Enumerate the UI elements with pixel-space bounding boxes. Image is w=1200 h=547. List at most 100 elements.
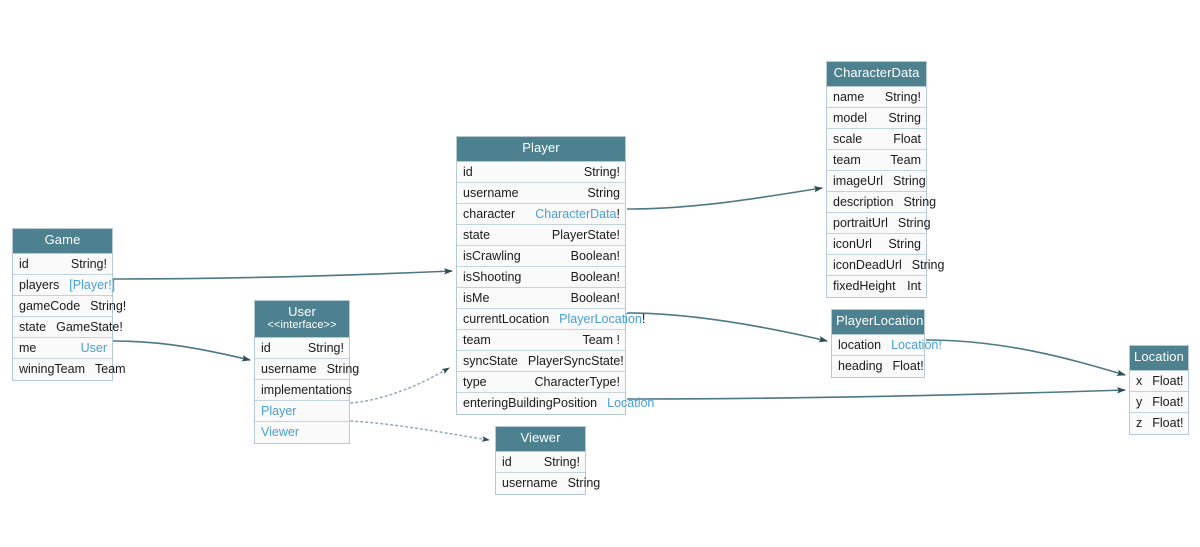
entity-location-title: Location bbox=[1130, 346, 1188, 371]
entity-game-title: Game bbox=[13, 229, 112, 254]
field-name: isCrawling bbox=[463, 248, 521, 263]
field-row[interactable]: isShooting Boolean! bbox=[457, 266, 625, 288]
entity-player[interactable]: Player id String! username String charac… bbox=[456, 136, 654, 415]
implementation-name[interactable]: Player bbox=[261, 403, 297, 418]
field-name: currentLocation bbox=[463, 311, 550, 326]
entity-user-stereotype: <<interface>> bbox=[267, 318, 337, 331]
field-row[interactable]: y Float! bbox=[1130, 391, 1188, 413]
field-row[interactable]: model String bbox=[827, 107, 926, 129]
field-name: state bbox=[19, 319, 47, 334]
field-row[interactable]: players [Player!] bbox=[13, 274, 116, 296]
field-type-wrap: PlayerLocation! bbox=[549, 312, 645, 326]
field-row[interactable]: id String! bbox=[496, 451, 585, 473]
field-row[interactable]: name String! bbox=[827, 86, 926, 108]
field-name: iconUrl bbox=[833, 236, 872, 251]
field-row[interactable]: syncState PlayerSyncState! bbox=[457, 350, 625, 372]
field-type[interactable]: PlayerLocation bbox=[559, 311, 642, 326]
field-name: model bbox=[833, 110, 868, 125]
field-name: id bbox=[502, 454, 512, 469]
field-name: id bbox=[19, 256, 29, 271]
entity-characterdata-title: CharacterData bbox=[827, 62, 926, 87]
field-row[interactable]: location Location! bbox=[832, 334, 942, 356]
field-row[interactable]: portraitUrl String bbox=[827, 212, 931, 234]
field-type: String bbox=[888, 110, 921, 125]
field-row[interactable]: isMe Boolean! bbox=[457, 287, 625, 309]
field-row[interactable]: state GameState! bbox=[13, 316, 123, 338]
field-name: y bbox=[1136, 394, 1143, 409]
field-name: fixedHeight bbox=[833, 279, 896, 294]
entity-viewer[interactable]: Viewer id String! username String bbox=[495, 426, 600, 495]
entity-playerlocation-title: PlayerLocation bbox=[832, 310, 924, 335]
implementation-name[interactable]: Viewer bbox=[261, 425, 299, 440]
field-row[interactable]: character CharacterData! bbox=[457, 203, 625, 225]
field-row[interactable]: state PlayerState! bbox=[457, 224, 625, 246]
field-name: heading bbox=[838, 359, 883, 374]
field-name: portraitUrl bbox=[833, 215, 888, 230]
field-row[interactable]: heading Float! bbox=[832, 355, 924, 377]
field-type: Float! bbox=[892, 359, 924, 374]
field-row[interactable]: winingTeam Team bbox=[13, 358, 126, 380]
field-row[interactable]: iconUrl String bbox=[827, 233, 926, 255]
connector-game-players-to-player bbox=[112, 268, 453, 280]
field-type: PlayerSyncState! bbox=[527, 353, 624, 368]
field-row[interactable]: iconDeadUrl String bbox=[827, 254, 944, 276]
field-name: team bbox=[463, 332, 491, 347]
entity-playerlocation[interactable]: PlayerLocation location Location! headin… bbox=[831, 309, 942, 378]
field-row[interactable]: currentLocation PlayerLocation! bbox=[457, 308, 645, 330]
field-row[interactable]: fixedHeight Int bbox=[827, 275, 926, 297]
implementation-viewer[interactable]: Viewer bbox=[255, 421, 349, 443]
connector-user-implements-viewer bbox=[350, 420, 490, 442]
field-row[interactable]: description String bbox=[827, 191, 936, 213]
field-row[interactable]: enteringBuildingPosition Location bbox=[457, 392, 654, 414]
entity-location[interactable]: Location x Float! y Float! z Float! bbox=[1129, 345, 1189, 435]
field-row[interactable]: username String bbox=[255, 358, 359, 380]
field-type: String bbox=[897, 215, 931, 230]
field-row[interactable]: scale Float bbox=[827, 128, 926, 150]
field-type[interactable]: [Player!] bbox=[69, 277, 116, 292]
entity-user[interactable]: User <<interface>> id String! username S… bbox=[254, 300, 359, 444]
field-type: Team ! bbox=[582, 332, 620, 347]
field-type: Boolean! bbox=[570, 269, 620, 284]
field-name: location bbox=[838, 337, 882, 352]
field-row[interactable]: username String bbox=[457, 182, 625, 204]
field-name: imageUrl bbox=[833, 173, 884, 188]
field-row[interactable]: id String! bbox=[457, 161, 625, 183]
connector-player-enteringbuildingposition-to-location bbox=[626, 387, 1126, 400]
field-name: state bbox=[463, 227, 491, 242]
field-name: scale bbox=[833, 131, 863, 146]
field-type[interactable]: User bbox=[80, 340, 107, 355]
field-type: String bbox=[903, 194, 937, 209]
field-name: type bbox=[463, 374, 487, 389]
field-type: String bbox=[893, 173, 926, 188]
field-type: PlayerState! bbox=[551, 227, 620, 242]
field-type-suffix: ! bbox=[616, 206, 620, 221]
connector-game-me-to-user bbox=[112, 340, 251, 362]
entity-characterdata[interactable]: CharacterData name String! model String … bbox=[826, 61, 944, 298]
field-row[interactable]: me User bbox=[13, 337, 112, 359]
field-row[interactable]: gameCode String! bbox=[13, 295, 126, 317]
field-type: Team bbox=[95, 362, 126, 377]
field-row[interactable]: type CharacterType! bbox=[457, 371, 625, 393]
field-type: GameState! bbox=[56, 319, 123, 334]
field-row[interactable]: username String bbox=[496, 472, 600, 494]
field-row[interactable]: z Float! bbox=[1130, 412, 1188, 434]
field-type: String bbox=[888, 236, 921, 251]
field-type[interactable]: Location! bbox=[891, 337, 942, 352]
field-row[interactable]: isCrawling Boolean! bbox=[457, 245, 625, 267]
field-type: Int bbox=[907, 279, 921, 294]
field-row[interactable]: x Float! bbox=[1130, 370, 1188, 392]
entity-game[interactable]: Game id String! players [Player!] gameCo… bbox=[12, 228, 126, 381]
field-name: username bbox=[502, 476, 558, 491]
field-type[interactable]: CharacterData bbox=[535, 206, 617, 221]
field-row[interactable]: id String! bbox=[255, 337, 349, 359]
field-type-wrap: CharacterData! bbox=[525, 207, 620, 221]
implementation-player[interactable]: Player bbox=[255, 400, 349, 422]
field-type: String! bbox=[307, 340, 344, 355]
connector-playerlocation-location-to-location bbox=[925, 339, 1126, 376]
field-row[interactable]: imageUrl String bbox=[827, 170, 926, 192]
field-row[interactable]: team Team bbox=[827, 149, 926, 171]
field-row[interactable]: team Team ! bbox=[457, 329, 625, 351]
field-row[interactable]: id String! bbox=[13, 253, 112, 275]
field-type[interactable]: Location bbox=[607, 396, 655, 411]
field-name: isShooting bbox=[463, 269, 522, 284]
